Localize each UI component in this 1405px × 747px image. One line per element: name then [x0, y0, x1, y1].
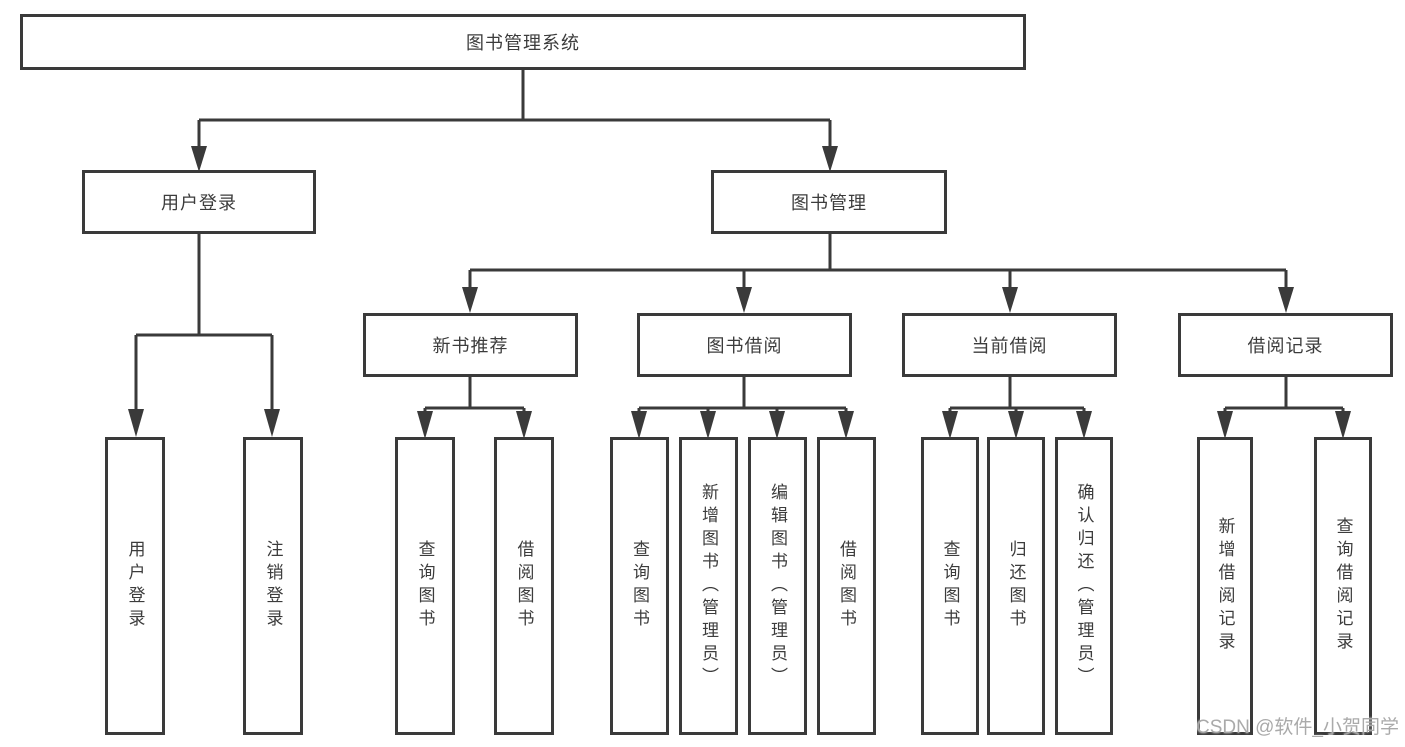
node-label: 借阅图书: [514, 540, 534, 632]
node-user-login: 用户登录: [82, 170, 316, 234]
node-new-book-recommendation: 新书推荐: [363, 313, 578, 377]
node-label: 查询图书: [415, 540, 435, 632]
csdn-watermark: CSDN @软件_小贺同学: [1196, 717, 1399, 738]
node-label: 归还图书: [1006, 540, 1026, 632]
node-leaf-borrow-books-recommend: 借阅图书: [494, 437, 554, 735]
node-label: 确认归还（管理员）: [1074, 482, 1094, 690]
node-borrowing-records: 借阅记录: [1178, 313, 1393, 377]
node-leaf-return-books: 归还图书: [987, 437, 1045, 735]
node-label: 用户登录: [125, 540, 145, 632]
node-book-borrowing: 图书借阅: [637, 313, 852, 377]
node-leaf-query-borrow-record: 查询借阅记录: [1314, 437, 1372, 735]
node-current-borrowing: 当前借阅: [902, 313, 1117, 377]
node-leaf-add-borrow-record: 新增借阅记录: [1197, 437, 1253, 735]
node-leaf-add-book-admin: 新增图书（管理员）: [679, 437, 738, 735]
node-label: 查询借阅记录: [1333, 517, 1353, 655]
node-label: 借阅图书: [837, 540, 856, 632]
node-label: 编辑图书（管理员）: [768, 482, 787, 690]
node-label: 当前借阅: [971, 336, 1048, 356]
node-label: 新增借阅记录: [1215, 517, 1235, 655]
node-leaf-query-books-borrow: 查询图书: [610, 437, 669, 735]
node-book-management: 图书管理: [711, 170, 947, 234]
node-leaf-confirm-return-admin: 确认归还（管理员）: [1055, 437, 1113, 735]
node-leaf-query-books-recommend: 查询图书: [395, 437, 455, 735]
node-leaf-borrow-books: 借阅图书: [817, 437, 876, 735]
node-label: 用户登录: [161, 193, 237, 213]
node-label: 图书管理系统: [466, 33, 580, 53]
node-leaf-edit-book-admin: 编辑图书（管理员）: [748, 437, 807, 735]
node-leaf-user-login: 用户登录: [105, 437, 165, 735]
node-label: 图书管理: [791, 193, 867, 213]
node-label: 查询图书: [630, 540, 649, 632]
node-leaf-query-books-current: 查询图书: [921, 437, 979, 735]
node-label: 注销登录: [263, 540, 283, 632]
node-leaf-logout: 注销登录: [243, 437, 303, 735]
node-label: 新书推荐: [432, 336, 509, 356]
node-label: 新增图书（管理员）: [699, 482, 718, 690]
node-library-system-root: 图书管理系统: [20, 14, 1026, 70]
node-label: 图书借阅: [706, 336, 783, 356]
node-label: 查询图书: [940, 540, 960, 632]
node-label: 借阅记录: [1247, 336, 1324, 356]
